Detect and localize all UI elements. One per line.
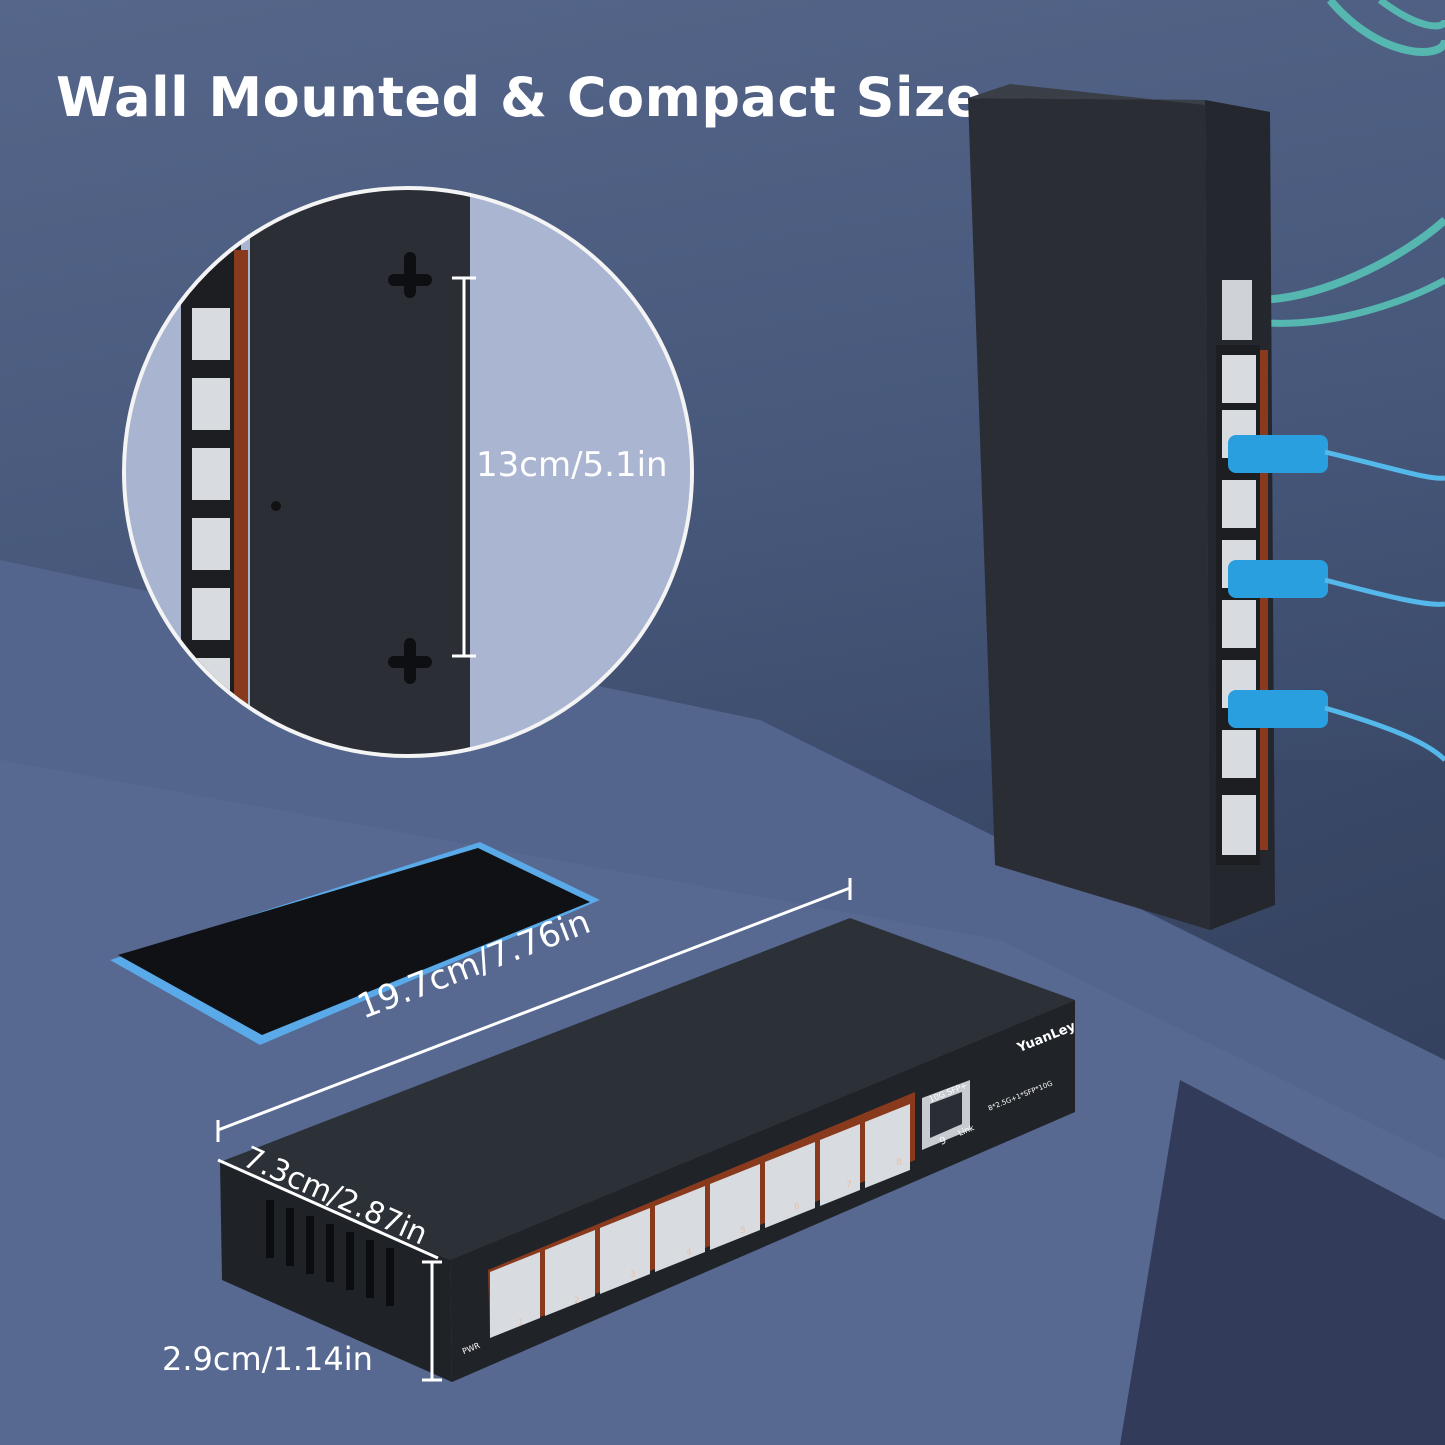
port-number-4: 4 xyxy=(686,1248,692,1258)
height-dimension-label: 2.9cm/1.14in xyxy=(162,1340,373,1378)
zoom-detail xyxy=(181,190,690,754)
port-number-2: 2 xyxy=(574,1296,580,1306)
port-number-7: 7 xyxy=(846,1180,852,1190)
port-number-8: 8 xyxy=(896,1158,902,1168)
wall-mount-zoom-circle: 13cm/5.1in xyxy=(122,186,694,758)
port-number-5: 5 xyxy=(740,1226,746,1236)
headline: Wall Mounted & Compact Size xyxy=(56,66,984,129)
port-number-6: 6 xyxy=(794,1202,800,1212)
keyhole-slot-icon xyxy=(388,252,432,684)
mount-spacing-label: 13cm/5.1in xyxy=(476,445,668,485)
port-number-3: 3 xyxy=(630,1270,636,1280)
port-number-1: 1 xyxy=(518,1318,524,1328)
